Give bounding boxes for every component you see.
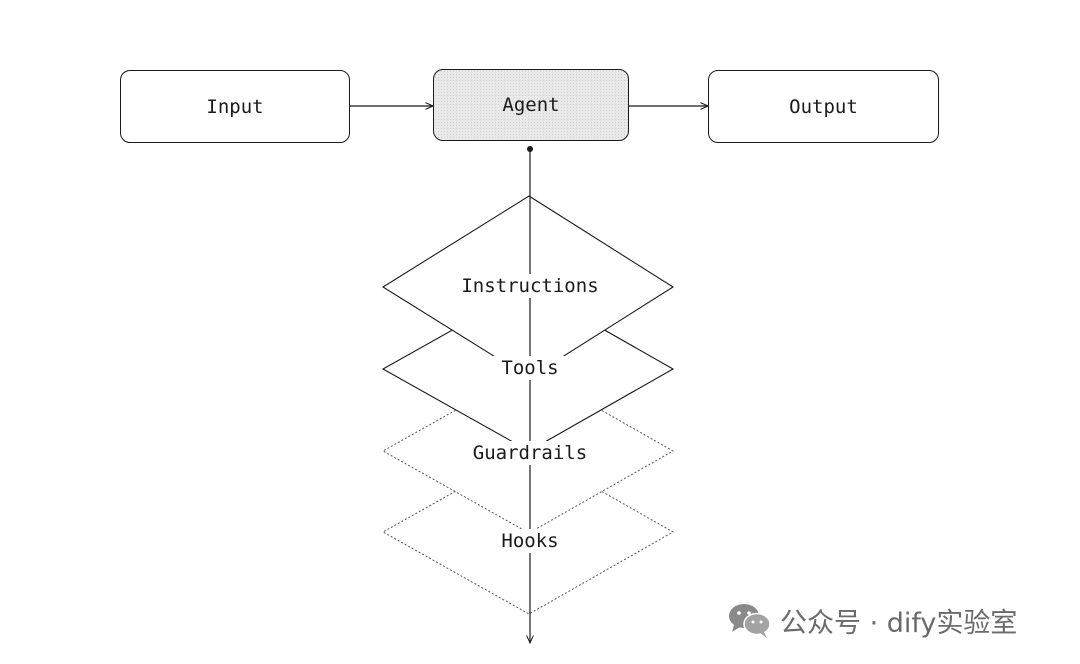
layer-hooks-label: Hooks (497, 529, 563, 553)
layer-instructions: Instructions (430, 274, 630, 298)
layer-instructions-label: Instructions (457, 274, 603, 298)
watermark: 公众号 · dify实验室 (726, 600, 1017, 640)
output-node: Output (708, 70, 939, 143)
layer-guardrails: Guardrails (430, 441, 630, 465)
layer-guardrails-label: Guardrails (468, 441, 592, 465)
input-node: Input (120, 70, 350, 143)
layer-tools: Tools (430, 356, 630, 380)
watermark-text: 公众号 · dify实验室 (780, 607, 1018, 639)
layer-tools-label: Tools (497, 356, 563, 380)
input-node-label: Input (206, 95, 264, 118)
agent-node-label: Agent (502, 94, 560, 116)
agent-node: Agent (433, 69, 629, 141)
wechat-icon (729, 604, 771, 638)
output-node-label: Output (789, 95, 858, 118)
layer-hooks: Hooks (430, 529, 630, 553)
